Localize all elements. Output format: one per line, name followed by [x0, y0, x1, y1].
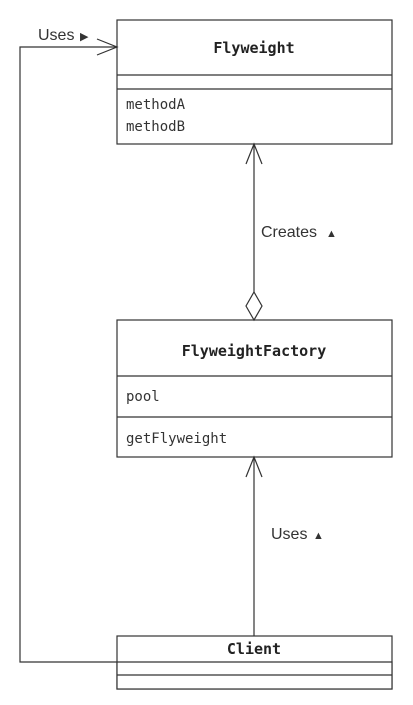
relation-client-uses-factory: Uses ▲	[245, 455, 324, 636]
class-factory-name: FlyweightFactory	[182, 342, 327, 360]
relation-label: Uses	[38, 27, 74, 44]
class-flyweight-method: methodB	[126, 119, 185, 135]
direction-marker: ▶	[80, 31, 89, 43]
class-factory-attribute: pool	[126, 389, 160, 405]
aggregation-diamond	[245, 290, 263, 322]
relation-label: Uses	[271, 526, 307, 543]
class-flyweight: Flyweight methodA methodB	[116, 19, 393, 145]
open-arrowhead	[96, 38, 119, 56]
class-client: Client	[116, 635, 393, 690]
open-arrowhead	[245, 455, 263, 478]
relation-label: Creates	[261, 224, 317, 241]
class-factory-method: getFlyweight	[126, 431, 227, 447]
direction-marker: ▲	[326, 228, 337, 240]
direction-marker: ▲	[313, 530, 324, 542]
relation-factory-creates-flyweight: Creates ▲	[245, 142, 337, 322]
class-flyweight-factory: FlyweightFactory pool getFlyweight	[116, 319, 393, 458]
class-flyweight-method: methodA	[126, 97, 186, 113]
class-flyweight-box	[116, 19, 393, 145]
association-line	[19, 46, 117, 663]
class-client-name: Client	[227, 640, 281, 658]
open-arrowhead	[245, 142, 263, 165]
relation-client-uses-flyweight: Uses ▶	[19, 27, 119, 663]
class-flyweight-name: Flyweight	[213, 39, 294, 57]
